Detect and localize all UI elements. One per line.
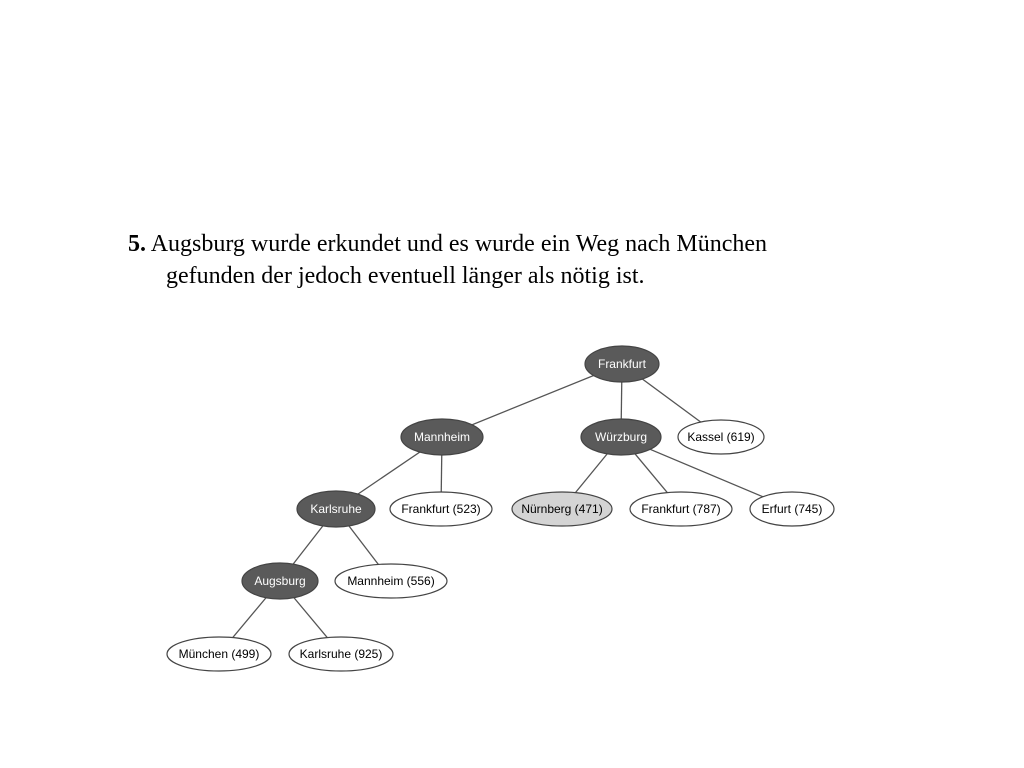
tree-node-label: Frankfurt (787) — [641, 502, 720, 516]
tree-node-frankfurt: Frankfurt — [584, 345, 660, 383]
tree-node-label: Frankfurt — [598, 357, 647, 371]
caption-line-1: Augsburg wurde erkundet und es wurde ein… — [150, 231, 768, 257]
tree-node-label: Erfurt (745) — [762, 502, 823, 516]
tree-node-shape — [241, 562, 319, 600]
tree-node-label: Augsburg — [254, 574, 305, 588]
caption-number: 5. — [128, 231, 146, 257]
tree-node-shape — [389, 491, 493, 527]
tree-node-mannheim: Mannheim — [400, 418, 484, 456]
caption-line-2: gefunden der jedoch eventuell länger als… — [166, 263, 645, 289]
tree-node-label: Nürnberg (471) — [521, 502, 602, 516]
tree-node-wuerzburg: Würzburg — [580, 418, 662, 456]
tree-node-label: Frankfurt (523) — [401, 502, 480, 516]
tree-node-shape — [166, 636, 272, 672]
tree-node-label: Mannheim — [414, 430, 470, 444]
tree-node-nuernberg: Nürnberg (471) — [511, 491, 613, 527]
tree-node-shape — [580, 418, 662, 456]
tree-node-shape — [400, 418, 484, 456]
tree-node-shape — [296, 490, 376, 528]
tree-node-erfurt: Erfurt (745) — [749, 491, 835, 527]
tree-node-label: Karlsruhe — [310, 502, 362, 516]
tree-node-label: Mannheim (556) — [347, 574, 434, 588]
tree-node-shape — [677, 419, 765, 455]
tree-node-karlsruhe: Karlsruhe — [296, 490, 376, 528]
tree-node-mannheim556: Mannheim (556) — [334, 563, 448, 599]
tree-node-label: Karlsruhe (925) — [300, 647, 383, 661]
tree-node-frankfurt787: Frankfurt (787) — [629, 491, 733, 527]
tree-node-shape — [749, 491, 835, 527]
tree-node-frankfurt523: Frankfurt (523) — [389, 491, 493, 527]
caption: 5. Augsburg wurde erkundet und es wurde … — [128, 228, 928, 292]
tree-node-shape — [288, 636, 394, 672]
tree-node-shape — [334, 563, 448, 599]
tree-node-muenchen: München (499) — [166, 636, 272, 672]
tree-node-kassel: Kassel (619) — [677, 419, 765, 455]
tree-node-karlsruhe925: Karlsruhe (925) — [288, 636, 394, 672]
tree-node-label: München (499) — [179, 647, 260, 661]
tree-node-augsburg: Augsburg — [241, 562, 319, 600]
tree-node-shape — [584, 345, 660, 383]
tree-node-label: Würzburg — [595, 430, 647, 444]
tree-node-label: Kassel (619) — [687, 430, 754, 444]
tree-node-shape — [511, 491, 613, 527]
tree-node-shape — [629, 491, 733, 527]
